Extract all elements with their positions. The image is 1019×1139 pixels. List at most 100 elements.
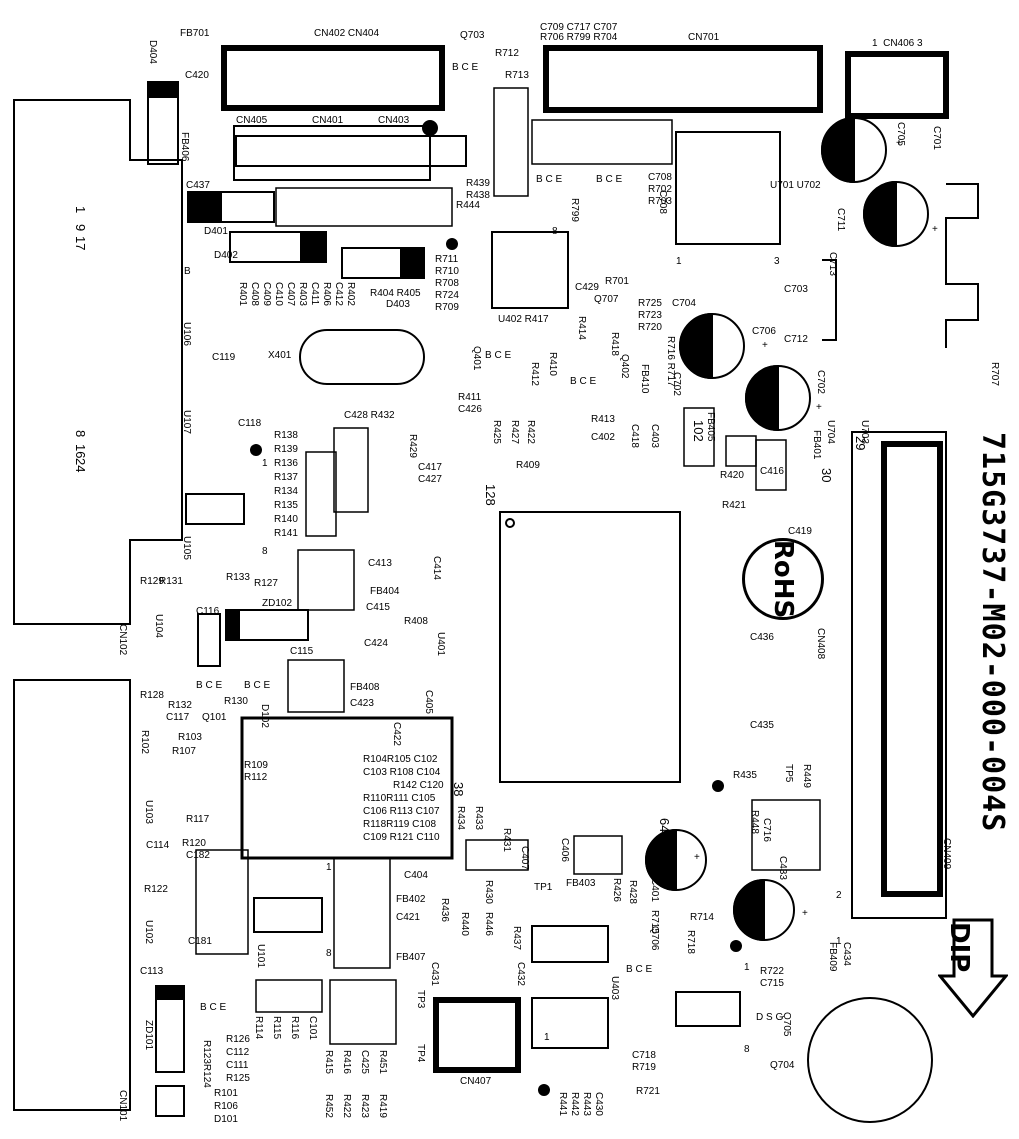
component-label: R711 bbox=[435, 254, 459, 265]
component-label: R109 bbox=[244, 760, 268, 771]
component-label: C111 bbox=[226, 1060, 249, 1071]
ic-u701 bbox=[675, 131, 781, 245]
component-label: R122 bbox=[144, 884, 168, 895]
pin-number: 17 bbox=[73, 236, 88, 251]
silkscreen-glyph: + bbox=[896, 138, 902, 149]
component-label: R404 R405 bbox=[370, 288, 421, 299]
component-label: R135 bbox=[274, 500, 298, 511]
silkscreen-glyph: 8 bbox=[326, 948, 332, 959]
component-label: FB402 bbox=[396, 894, 426, 905]
silkscreen-glyph: B C E bbox=[196, 680, 223, 691]
component-label-rotated: R403 bbox=[297, 282, 308, 306]
component-label: X401 bbox=[268, 350, 292, 361]
component-label-rotated: Q402 bbox=[619, 354, 630, 379]
component-label: R420 bbox=[720, 470, 744, 481]
cap-c434 bbox=[733, 878, 795, 942]
component-label: D401 bbox=[204, 226, 228, 237]
component-label: C426 bbox=[458, 404, 482, 415]
component-label: R413 bbox=[591, 414, 615, 425]
component-label-rotated: R429 bbox=[407, 434, 418, 458]
component-label: R106 bbox=[214, 1101, 238, 1112]
component-label: R103 bbox=[178, 732, 202, 743]
component-label-rotated: R431 bbox=[501, 828, 512, 852]
component-label-rotated: C407 bbox=[519, 846, 530, 870]
component-label-rotated: R406 bbox=[321, 282, 332, 306]
silkscreen-glyph: 2 bbox=[836, 890, 842, 901]
component-label-rotated: R412 bbox=[529, 362, 540, 386]
board-part-number: 715G3737-M02-000-004S bbox=[975, 432, 1010, 833]
component-label: CN407 bbox=[460, 1076, 492, 1087]
component-label: R701 bbox=[605, 276, 629, 287]
component-label: FB404 bbox=[370, 586, 400, 597]
component-label-rotated: D102 bbox=[259, 704, 270, 728]
connector-cn402 bbox=[221, 45, 445, 111]
component-label-rotated: R115 bbox=[271, 1016, 282, 1040]
component-label: C115 bbox=[290, 646, 314, 657]
component-label: C119 bbox=[212, 352, 236, 363]
cap-c711 bbox=[863, 180, 929, 248]
cap-c705 bbox=[821, 116, 887, 184]
component-label-rotated: C412 bbox=[333, 282, 344, 306]
component-label-rotated: R449 bbox=[801, 764, 812, 788]
connector-u703 bbox=[851, 431, 947, 919]
component-label: R129 bbox=[140, 576, 164, 587]
component-label-rotated: TP5 bbox=[783, 764, 794, 783]
component-label: C704 bbox=[672, 298, 696, 309]
component-label-rotated: R114 bbox=[253, 1016, 264, 1040]
component-label-rotated: C403 bbox=[649, 424, 660, 448]
connector-cn701 bbox=[543, 45, 823, 113]
component-label: FB701 bbox=[180, 28, 210, 39]
component-label-rotated: C405 bbox=[423, 690, 434, 714]
component-label: C181 bbox=[188, 936, 212, 947]
component-label-rotated: R422 bbox=[525, 420, 536, 444]
ic-u403 bbox=[531, 997, 609, 1049]
dip-arrow: DIP bbox=[936, 918, 1010, 1023]
silkscreen-glyph: 1 bbox=[744, 962, 750, 973]
component-label: R112 bbox=[244, 772, 268, 783]
silkscreen-glyph: B C E bbox=[596, 174, 623, 185]
component-label-rotated: R448 bbox=[749, 810, 760, 834]
component-label: C429 bbox=[575, 282, 599, 293]
dip-text: DIP bbox=[944, 922, 974, 973]
silkscreen-glyph: 8 bbox=[552, 226, 558, 237]
component-label-rotated: U704 bbox=[825, 420, 836, 444]
component-label: R133 bbox=[226, 572, 250, 583]
ic-u402 bbox=[491, 231, 569, 309]
component-label: C416 bbox=[760, 466, 784, 477]
silkscreen-glyph: 8 bbox=[744, 1044, 750, 1055]
component-label: R703 bbox=[648, 196, 672, 207]
component-label: C715 bbox=[760, 978, 784, 989]
connector-cn101-outline bbox=[13, 679, 131, 1111]
component-label-rotated: C411 bbox=[309, 282, 320, 306]
pin-number: 29 bbox=[853, 436, 868, 451]
component-label-rotated: CN101 bbox=[117, 1090, 128, 1122]
component-label-rotated: R402 bbox=[345, 282, 356, 306]
component-label-rotated: R123R124 bbox=[201, 1040, 212, 1088]
pin-number: 16 bbox=[73, 444, 88, 459]
component-label: C423 bbox=[350, 698, 374, 709]
pin-number: 38 bbox=[451, 782, 466, 797]
component-label-rotated: R427 bbox=[509, 420, 520, 444]
silkscreen-glyph: B bbox=[184, 266, 191, 277]
component-label: R714 bbox=[690, 912, 714, 923]
component-label: R702 bbox=[648, 184, 672, 195]
silkscreen-glyph: B C E bbox=[570, 376, 597, 387]
component-label-rotated: C713 bbox=[827, 252, 838, 276]
component-label: R438 bbox=[466, 190, 490, 201]
component-label-rotated: R415 bbox=[323, 1050, 334, 1074]
component-label-rotated: U101 bbox=[255, 944, 266, 968]
silkscreen-glyph: 3 bbox=[774, 256, 780, 267]
component-label-rotated: C408 bbox=[249, 282, 260, 306]
component-label: R408 bbox=[404, 616, 428, 627]
component-label: R722 bbox=[760, 966, 784, 977]
component-label-rotated: R436 bbox=[439, 898, 450, 922]
component-label-rotated: R425 bbox=[491, 420, 502, 444]
cap-c706 bbox=[745, 364, 811, 432]
silkscreen-glyph: B C E bbox=[244, 680, 271, 691]
component-label-rotated: R443 bbox=[581, 1092, 592, 1116]
component-label: CN402 CN404 bbox=[314, 28, 380, 39]
ic-u101 bbox=[253, 897, 323, 933]
pin-number: 24 bbox=[73, 458, 88, 473]
component-label-rotated: R423 bbox=[359, 1094, 370, 1118]
